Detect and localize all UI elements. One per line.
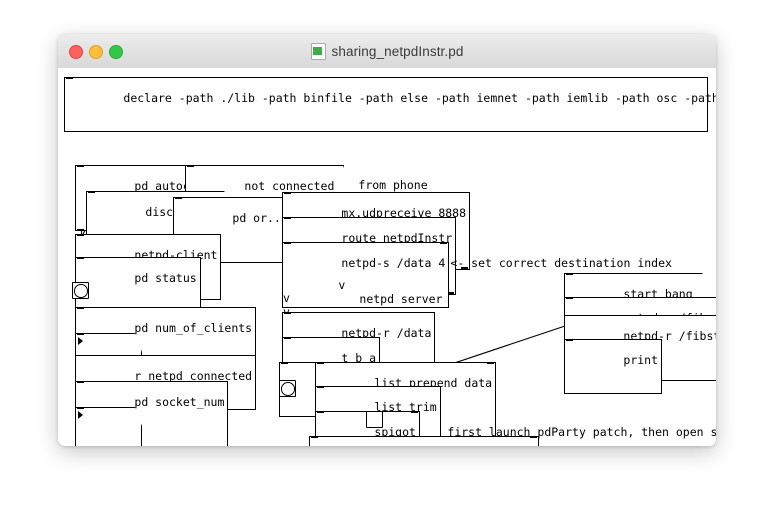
inlet-nub[interactable] [284,312,291,315]
inlet-nub[interactable] [281,362,288,365]
pd-num-of-clients-label: pd num_of_clients [134,321,252,335]
inlet-nub[interactable] [77,257,84,260]
inlet-nub[interactable] [284,337,291,340]
inlet-nub[interactable] [77,234,84,237]
window-title: sharing_netpdInstr.pd [332,44,464,59]
inlet-nub[interactable] [317,362,324,365]
inlet-nub[interactable] [77,381,84,384]
print-label: print [623,353,658,367]
outlet-nub[interactable] [77,229,84,232]
destination-index-text: <- set correct destination index [450,256,672,270]
inlet-nub[interactable] [566,297,573,300]
declare-text: declare -path ./lib -path binfile -path … [123,91,716,105]
inlet-nub[interactable] [566,273,573,276]
inlet-nub[interactable] [284,217,291,220]
declare-object[interactable]: declare -path ./lib -path binfile -path … [64,77,708,132]
bang-num-of-clients[interactable] [72,282,89,299]
netpd-server-text: netpd server [359,292,442,306]
inlet-nub[interactable] [88,191,95,194]
socket-num-number-box[interactable]: 0 [75,407,142,446]
window-title-group: sharing_netpdInstr.pd [58,34,716,68]
inlet-nub[interactable] [317,411,324,414]
inlet-nub-right[interactable] [411,411,418,414]
inlet-nub-right[interactable] [530,436,537,439]
pd-status-label: pd status [134,271,196,285]
inlet-nub[interactable] [66,77,73,80]
inlet-nub[interactable] [284,192,291,195]
patch-canvas[interactable]: declare -path ./lib -path binfile -path … [58,68,716,446]
inlet-nub[interactable] [311,436,318,439]
inlet-nub[interactable] [566,339,573,342]
from-phone-text: from phone [358,178,427,192]
inlet-nub[interactable] [77,307,84,310]
pd-file-icon [311,43,326,60]
inlet-nub-right[interactable] [440,242,447,245]
pd-patch-window: sharing_netpdInstr.pd [58,34,716,446]
inlet-nub[interactable] [317,386,324,389]
inlet-nub[interactable] [77,333,84,336]
mx-udpsend-object[interactable]: mx.udpsend 10.0.1.5 8088 [309,436,539,446]
pd-socket-num-label: pd socket_num [134,395,224,409]
bang-pd-x[interactable] [279,380,296,397]
inlet-nub[interactable] [77,165,84,168]
inlet-nub[interactable] [77,407,84,410]
pd-status-object[interactable]: pd status [75,257,201,312]
inlet-nub[interactable] [175,197,182,200]
inlet-nub[interactable] [187,165,194,168]
inlet-nub[interactable] [284,242,291,245]
inlet-nub-right[interactable] [487,362,494,365]
pd-or-label: pd or... [232,211,287,225]
print-object[interactable]: print [564,339,662,394]
window-titlebar[interactable]: sharing_netpdInstr.pd [58,34,716,69]
spigot-toggle[interactable] [366,411,383,428]
